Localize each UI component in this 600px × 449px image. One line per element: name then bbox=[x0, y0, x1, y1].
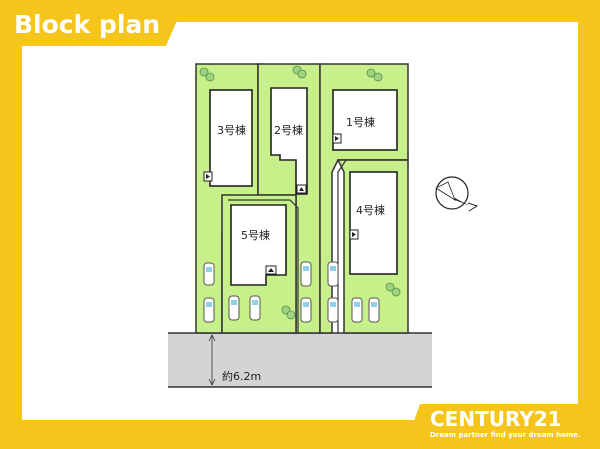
car-window bbox=[303, 266, 309, 271]
title-banner bbox=[0, 0, 186, 46]
car-icon bbox=[228, 295, 240, 321]
lot-5-boundary bbox=[228, 199, 299, 333]
car-window bbox=[303, 302, 309, 307]
house-5-label: 5号棟 bbox=[241, 228, 270, 242]
road bbox=[168, 333, 432, 387]
tree-icon bbox=[297, 69, 307, 79]
tree-icon bbox=[205, 72, 215, 82]
car-window bbox=[231, 300, 237, 305]
brand-tagline: Dream partner find your dream home. bbox=[430, 431, 581, 439]
brand-banner bbox=[404, 404, 600, 449]
car-icon bbox=[327, 297, 339, 323]
dimension-arrow-up-icon bbox=[208, 334, 216, 342]
tree-icon bbox=[391, 287, 401, 297]
car-icon bbox=[351, 297, 363, 323]
entrance-arrow-icon bbox=[268, 268, 274, 272]
car-icon bbox=[300, 261, 312, 287]
car-window bbox=[252, 300, 258, 305]
building-3 bbox=[209, 89, 253, 187]
entrance-arrow-icon bbox=[206, 174, 210, 179]
entrance-arrow-icon bbox=[299, 187, 304, 191]
building-2 bbox=[270, 87, 308, 195]
car-window bbox=[330, 302, 336, 307]
house-3-label: 3号棟 bbox=[217, 123, 246, 137]
building-4 bbox=[349, 171, 398, 275]
entrance-arrow-icon bbox=[352, 232, 356, 237]
tree-icon bbox=[366, 68, 376, 78]
car-window bbox=[354, 302, 360, 307]
house-1-label: 1号棟 bbox=[346, 115, 375, 129]
car-icon bbox=[300, 297, 312, 323]
tree-icon bbox=[286, 310, 296, 320]
building-5 bbox=[230, 204, 287, 286]
house-2-label: 2号棟 bbox=[274, 123, 303, 137]
car-window bbox=[206, 267, 212, 272]
car-window bbox=[206, 302, 212, 307]
entrance-arrow-icon bbox=[335, 136, 339, 141]
building-1 bbox=[332, 89, 398, 151]
car-icon bbox=[203, 297, 215, 323]
tree-icon bbox=[199, 67, 209, 77]
car-window bbox=[330, 266, 336, 271]
car-icon bbox=[368, 297, 380, 323]
brand-logo: CENTURY21 bbox=[430, 407, 562, 431]
tree-icon bbox=[385, 282, 395, 292]
road-width-label: 約6.2m bbox=[222, 369, 261, 383]
page-title: Block plan bbox=[14, 10, 160, 39]
house-4-label: 4号棟 bbox=[356, 203, 385, 217]
car-icon bbox=[203, 262, 215, 286]
tree-icon bbox=[373, 72, 383, 82]
car-window bbox=[371, 302, 377, 307]
car-icon bbox=[249, 295, 261, 321]
dimension-arrow-down-icon bbox=[208, 378, 216, 386]
north-arrow-icon bbox=[435, 176, 479, 212]
lot-4-boundary bbox=[337, 159, 408, 333]
car-icon bbox=[327, 261, 339, 287]
